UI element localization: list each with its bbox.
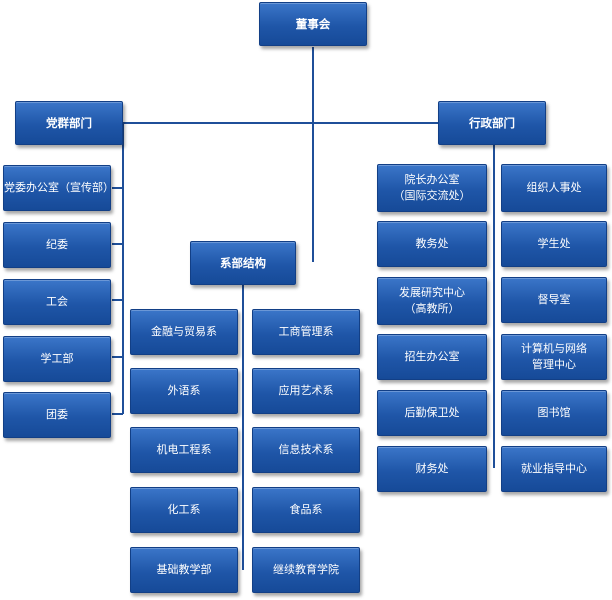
node-computer-network: 计算机与网络 管理中心 <box>501 334 607 380</box>
node-supervision: 督导室 <box>501 277 607 323</box>
line-2: 管理中心 <box>532 358 576 371</box>
node-applied-art: 应用艺术系 <box>252 368 360 414</box>
node-student-affairs: 学生处 <box>501 221 607 267</box>
node-personnel: 组织人事处 <box>501 164 607 212</box>
node-library: 图书馆 <box>501 390 607 436</box>
node-departments: 系部结构 <box>190 241 296 285</box>
node-chemical: 化工系 <box>130 487 238 533</box>
node-basic-teaching: 基础教学部 <box>130 547 238 593</box>
node-info-tech: 信息技术系 <box>252 427 360 473</box>
node-discipline: 纪委 <box>3 222 111 268</box>
node-party-dept: 党群部门 <box>15 101 123 145</box>
node-food: 食品系 <box>252 487 360 533</box>
node-admissions: 招生办公室 <box>377 334 487 380</box>
node-dev-research: 发展研究中心 （高教所） <box>377 277 487 325</box>
node-board: 董事会 <box>259 2 367 46</box>
node-union: 工会 <box>3 279 111 325</box>
node-finance-office: 财务处 <box>377 446 487 492</box>
node-career-center: 就业指导中心 <box>501 446 607 492</box>
node-mech-elec: 机电工程系 <box>130 427 238 473</box>
node-foreign-lang: 外语系 <box>130 368 238 414</box>
node-academic-affairs: 教务处 <box>377 221 487 267</box>
node-president-office: 院长办公室 （国际交流处） <box>377 164 487 212</box>
node-logistics-security: 后勤保卫处 <box>377 390 487 436</box>
node-admin-dept: 行政部门 <box>438 101 546 145</box>
node-youth-league: 团委 <box>3 392 111 438</box>
node-business-admin: 工商管理系 <box>252 309 360 355</box>
node-student-work: 学工部 <box>3 336 111 382</box>
node-finance-trade: 金融与贸易系 <box>130 309 238 355</box>
line-1: 计算机与网络 <box>521 342 587 356</box>
line-1: 发展研究中心 <box>399 286 465 300</box>
node-party-office: 党委办公室（宣传部） <box>3 165 114 211</box>
line-1: 院长办公室 <box>404 173 460 187</box>
node-continuing-ed: 继续教育学院 <box>252 547 360 593</box>
line-2: （国际交流处） <box>393 189 471 202</box>
line-2: （高教所） <box>404 302 460 315</box>
